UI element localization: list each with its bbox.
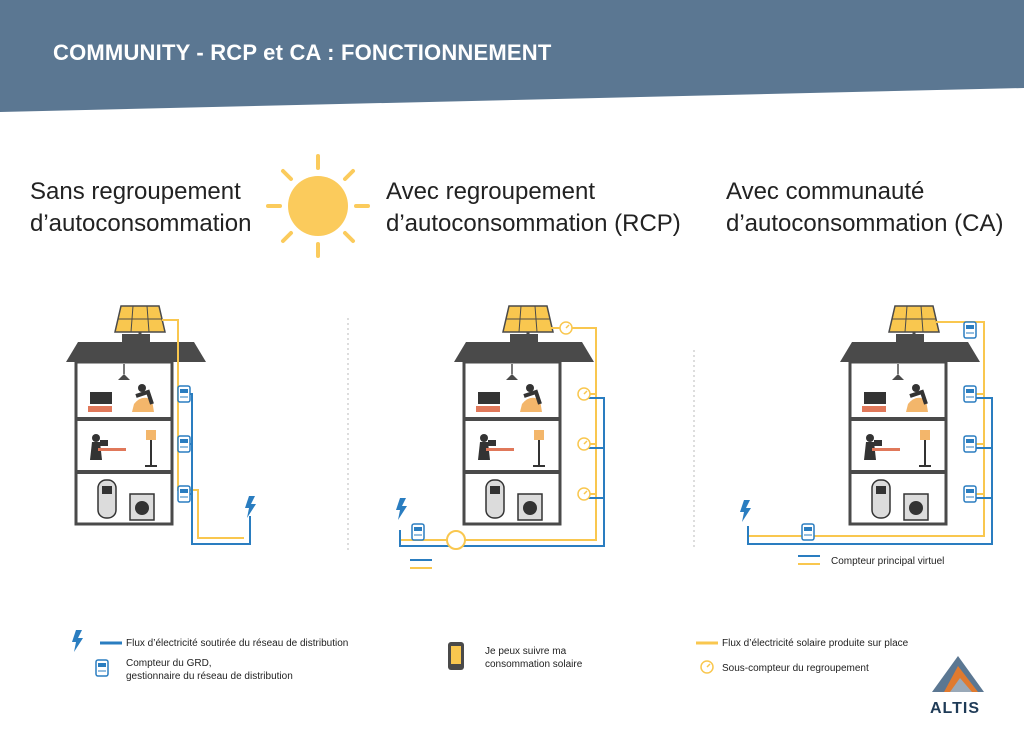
sub-meter-icon	[700, 660, 714, 674]
building-scene-3	[740, 304, 993, 565]
logo-text: ALTIS	[930, 700, 981, 717]
header-background	[0, 0, 1024, 112]
column-title-rcp: Avec regroupement d’autoconsommation (RC…	[386, 178, 681, 237]
building-scene-2	[396, 304, 605, 569]
phone-icon	[448, 642, 464, 670]
lightning-icon	[72, 630, 83, 652]
legend-solar-flow: Flux d’électricité solaire produite sur …	[722, 638, 909, 649]
altis-logo	[932, 656, 984, 692]
page-title: COMMUNITY - RCP et CA : FONCTIONNEMENT	[53, 40, 552, 65]
legend-sub-meter: Sous-compteur du regroupement	[722, 663, 869, 674]
virtual-meter-caption: Compteur principal virtuel	[831, 556, 945, 567]
column-title-sans-regroupement: Sans regroupement d’autoconsommation	[30, 178, 252, 237]
column-title-ca: Avec communauté d’autoconsommation (CA)	[726, 178, 1004, 237]
header-band: COMMUNITY - RCP et CA : FONCTIONNEMENT	[0, 0, 1024, 112]
legend-phone: Je peux suivre ma consommation solaire	[485, 646, 583, 670]
legend-grid-flow: Flux d’électricité soutirée du réseau de…	[126, 638, 349, 649]
sun-icon	[266, 154, 370, 258]
meter-icon	[95, 659, 109, 677]
legend-grd-meter: Compteur du GRD, gestionnaire du réseau …	[126, 658, 293, 682]
building-scene-1	[64, 304, 256, 545]
